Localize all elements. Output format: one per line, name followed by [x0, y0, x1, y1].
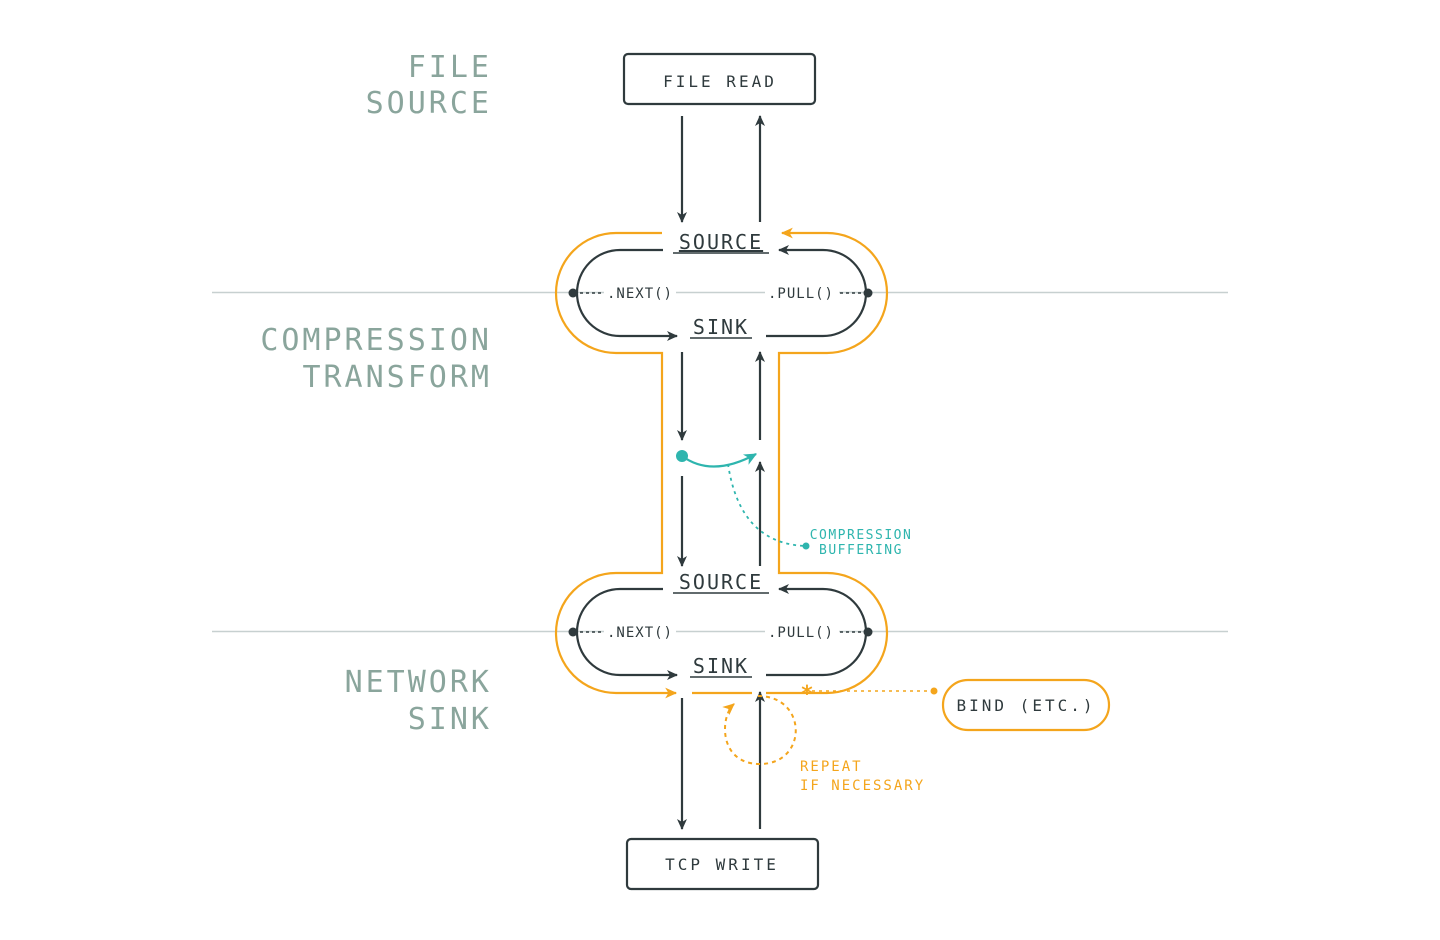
- section-label-line: SINK: [408, 702, 492, 737]
- bind-label: BIND (ETC.): [957, 696, 1096, 715]
- compression-arrow: [681, 453, 758, 468]
- lower-next-method: .NEXT(): [607, 625, 673, 641]
- upper-source-node: SOURCE: [673, 230, 769, 254]
- repeat-line: IF NECESSARY: [800, 778, 925, 794]
- section-label-line: NETWORK: [345, 665, 492, 700]
- repeat-label: REPEAT IF NECESSARY: [800, 759, 925, 794]
- lower-left-dot: [568, 627, 578, 637]
- lower-sink-node: SINK: [690, 654, 752, 678]
- section-label-line: TRANSFORM: [302, 360, 492, 395]
- compression-buffering-line: BUFFERING: [819, 543, 903, 558]
- file-read-box: FILE READ: [622, 52, 817, 106]
- lower-source-label: SOURCE: [679, 570, 763, 594]
- upper-left-dot: [568, 288, 578, 298]
- tcp-write-label: TCP WRITE: [665, 855, 779, 874]
- compression-buffering-line: COMPRESSION: [810, 528, 913, 543]
- tcp-write-box: TCP WRITE: [625, 837, 820, 891]
- bind-leader-dot: [930, 687, 938, 695]
- repeat-loop: [722, 695, 797, 766]
- lower-source-node: SOURCE: [673, 570, 769, 594]
- upper-pull-method: .PULL(): [768, 286, 834, 302]
- file-read-label: FILE READ: [663, 72, 777, 91]
- compression-buffering-label: COMPRESSION BUFFERING: [810, 528, 913, 558]
- asterisk-marker: *: [800, 682, 813, 707]
- lower-right-dot: [863, 627, 873, 637]
- section-label-line: FILE: [408, 50, 492, 85]
- upper-right-dot: [863, 288, 873, 298]
- upper-sink-label: SINK: [693, 315, 749, 339]
- upper-sink-node: SINK: [690, 315, 752, 339]
- section-label-line: COMPRESSION: [260, 323, 492, 358]
- transform-outline-right: [692, 233, 889, 695]
- lower-sink-label: SINK: [693, 654, 749, 678]
- section-label-compression-transform: COMPRESSION TRANSFORM: [260, 323, 492, 395]
- upper-source-label: SOURCE: [679, 230, 763, 254]
- repeat-line: REPEAT: [800, 759, 863, 775]
- compression-leader: [727, 463, 807, 547]
- section-label-network-sink: NETWORK SINK: [345, 665, 492, 737]
- section-label-file-source: FILE SOURCE: [366, 50, 492, 121]
- compression-leader-dot: [802, 542, 810, 550]
- section-label-line: SOURCE: [366, 86, 492, 121]
- lower-pull-method: .PULL(): [768, 625, 834, 641]
- upper-next-method: .NEXT(): [607, 286, 673, 302]
- bind-box: BIND (ETC.): [941, 678, 1111, 732]
- transform-outline-left: [554, 231, 678, 699]
